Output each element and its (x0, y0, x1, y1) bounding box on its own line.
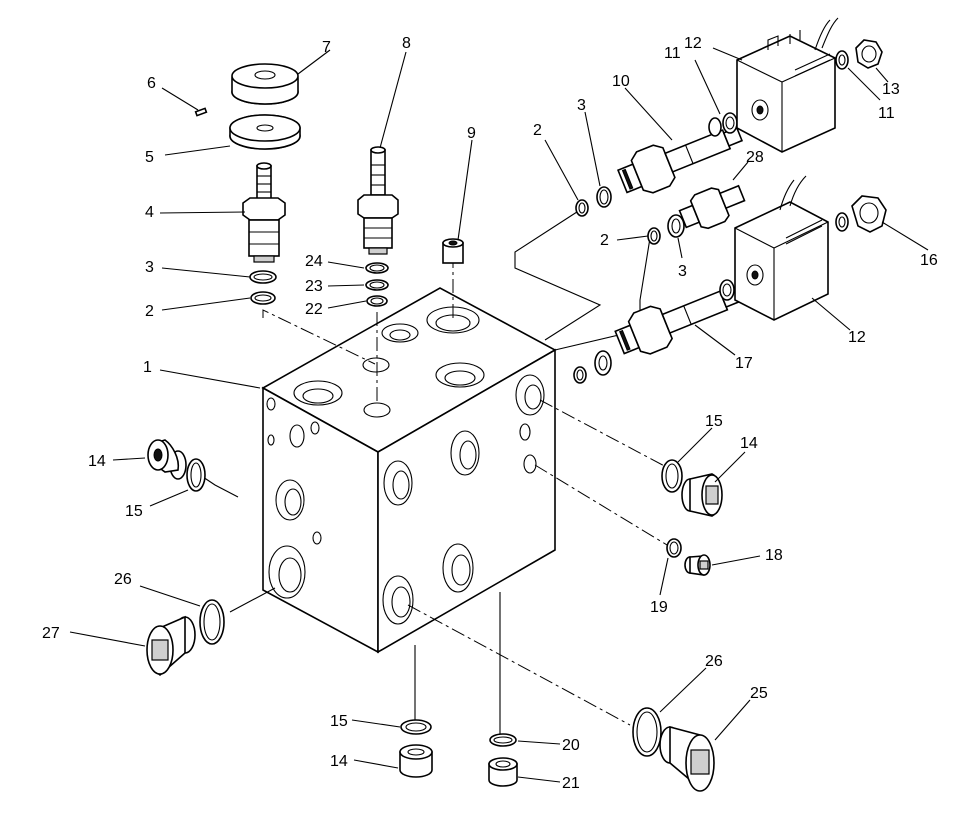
callout-16: 16 (920, 252, 938, 269)
callout-28: 28 (746, 149, 764, 166)
callout-26-right: 26 (705, 653, 723, 670)
callout-9: 9 (467, 125, 476, 142)
callout-6: 6 (147, 75, 156, 92)
callout-7: 7 (322, 39, 331, 56)
callout-11-right: 11 (878, 105, 895, 122)
callout-12-upper: 12 (684, 35, 702, 52)
callout-1: 1 (143, 359, 152, 376)
callout-26-left: 26 (114, 571, 132, 588)
block-right-face (377, 348, 556, 654)
callout-23: 23 (305, 278, 323, 295)
callout-25: 25 (750, 685, 768, 702)
relief-valve-assembly (194, 63, 301, 305)
callout-14-bottom: 14 (330, 753, 348, 770)
callout-2-upper: 2 (533, 122, 542, 139)
callout-8: 8 (402, 35, 411, 52)
callout-20: 20 (562, 737, 580, 754)
callout-3-lower: 3 (678, 263, 687, 280)
callout-14-left: 14 (88, 453, 106, 470)
callout-15-bottom: 15 (330, 713, 348, 730)
plug-9 (442, 238, 464, 264)
callout-2: 2 (145, 303, 154, 320)
lower-solenoid-assembly (573, 175, 887, 384)
callout-17: 17 (735, 355, 753, 372)
callout-14-right: 14 (740, 435, 758, 452)
callout-11-upper: 11 (664, 45, 681, 62)
callout-5: 5 (145, 149, 154, 166)
callout-3-upper: 3 (577, 97, 586, 114)
callout-15-right: 15 (705, 413, 723, 430)
callout-19: 19 (650, 599, 668, 616)
callout-21: 21 (562, 775, 580, 792)
plugs-and-seals (146, 439, 723, 792)
callout-12-lower: 12 (848, 329, 866, 346)
check-valve-assembly (357, 146, 399, 307)
callout-22: 22 (305, 301, 323, 318)
manifold-block (261, 287, 557, 654)
callout-leaders (69, 47, 929, 783)
callout-15-left: 15 (125, 503, 143, 520)
callout-2-lower: 2 (600, 232, 609, 249)
callout-18: 18 (765, 547, 783, 564)
callout-13: 13 (882, 81, 900, 98)
callout-4: 4 (145, 204, 154, 221)
callout-3: 3 (145, 259, 154, 276)
callout-24: 24 (305, 253, 323, 270)
callout-10: 10 (612, 73, 630, 90)
callout-labels: 1 2 3 4 5 6 7 8 9 2 3 10 11 12 13 11 28 … (42, 35, 938, 792)
upper-solenoid-assembly (575, 17, 883, 217)
callout-27: 27 (42, 625, 60, 642)
